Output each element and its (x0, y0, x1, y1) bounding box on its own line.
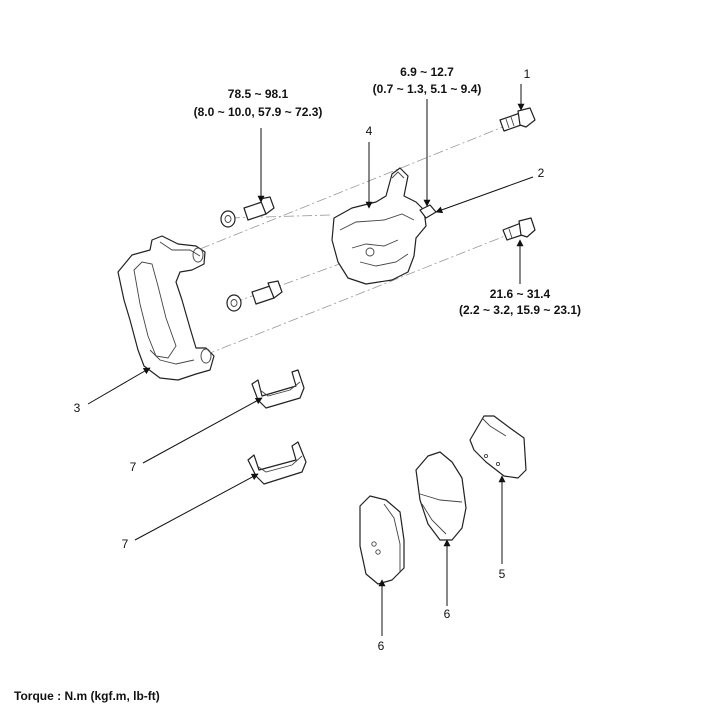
callout-5: 5 (499, 567, 506, 581)
torque-conv-bracket-bolt: (8.0 ~ 10.0, 57.9 ~ 72.3) (194, 105, 323, 119)
callout-6-outer-pad: 6 (444, 607, 451, 621)
callout-4: 4 (366, 124, 373, 138)
torque-conv-guide-rod: (2.2 ~ 3.2, 15.9 ~ 23.1) (459, 303, 581, 317)
callout-6-inner-pad: 6 (378, 639, 385, 653)
assembly-axis-lines (199, 119, 521, 356)
guide-rod-bolt-lower (502, 217, 536, 241)
pad-spring-lower (247, 441, 307, 485)
torque-conv-bleeder: (0.7 ~ 1.3, 5.1 ~ 9.4) (373, 82, 482, 96)
callout-2: 2 (538, 166, 545, 180)
torque-value-bracket-bolt: 78.5 ~ 98.1 (228, 87, 289, 101)
caliper-body (331, 167, 427, 285)
bracket-bolt-upper (220, 196, 275, 228)
bracket-bolt-lower (226, 280, 283, 312)
callout-7-lower: 7 (122, 537, 129, 551)
callout-1: 1 (524, 67, 531, 81)
brake-pad-outer (415, 451, 467, 541)
leader-lines (87, 84, 534, 636)
pad-shim (469, 415, 527, 479)
callout-7-upper: 7 (130, 460, 137, 474)
torque-value-bleeder: 6.9 ~ 12.7 (400, 65, 454, 79)
torque-value-guide-rod: 21.6 ~ 31.4 (490, 287, 551, 301)
brake-pad-inner (359, 495, 405, 585)
torque-unit-legend: Torque : N.m (kgf.m, lb-ft) (14, 689, 160, 703)
guide-rod-bolt-upper (499, 107, 536, 132)
pad-spring-upper (251, 369, 305, 409)
caliper-bracket (117, 235, 215, 381)
callout-3: 3 (74, 401, 81, 415)
